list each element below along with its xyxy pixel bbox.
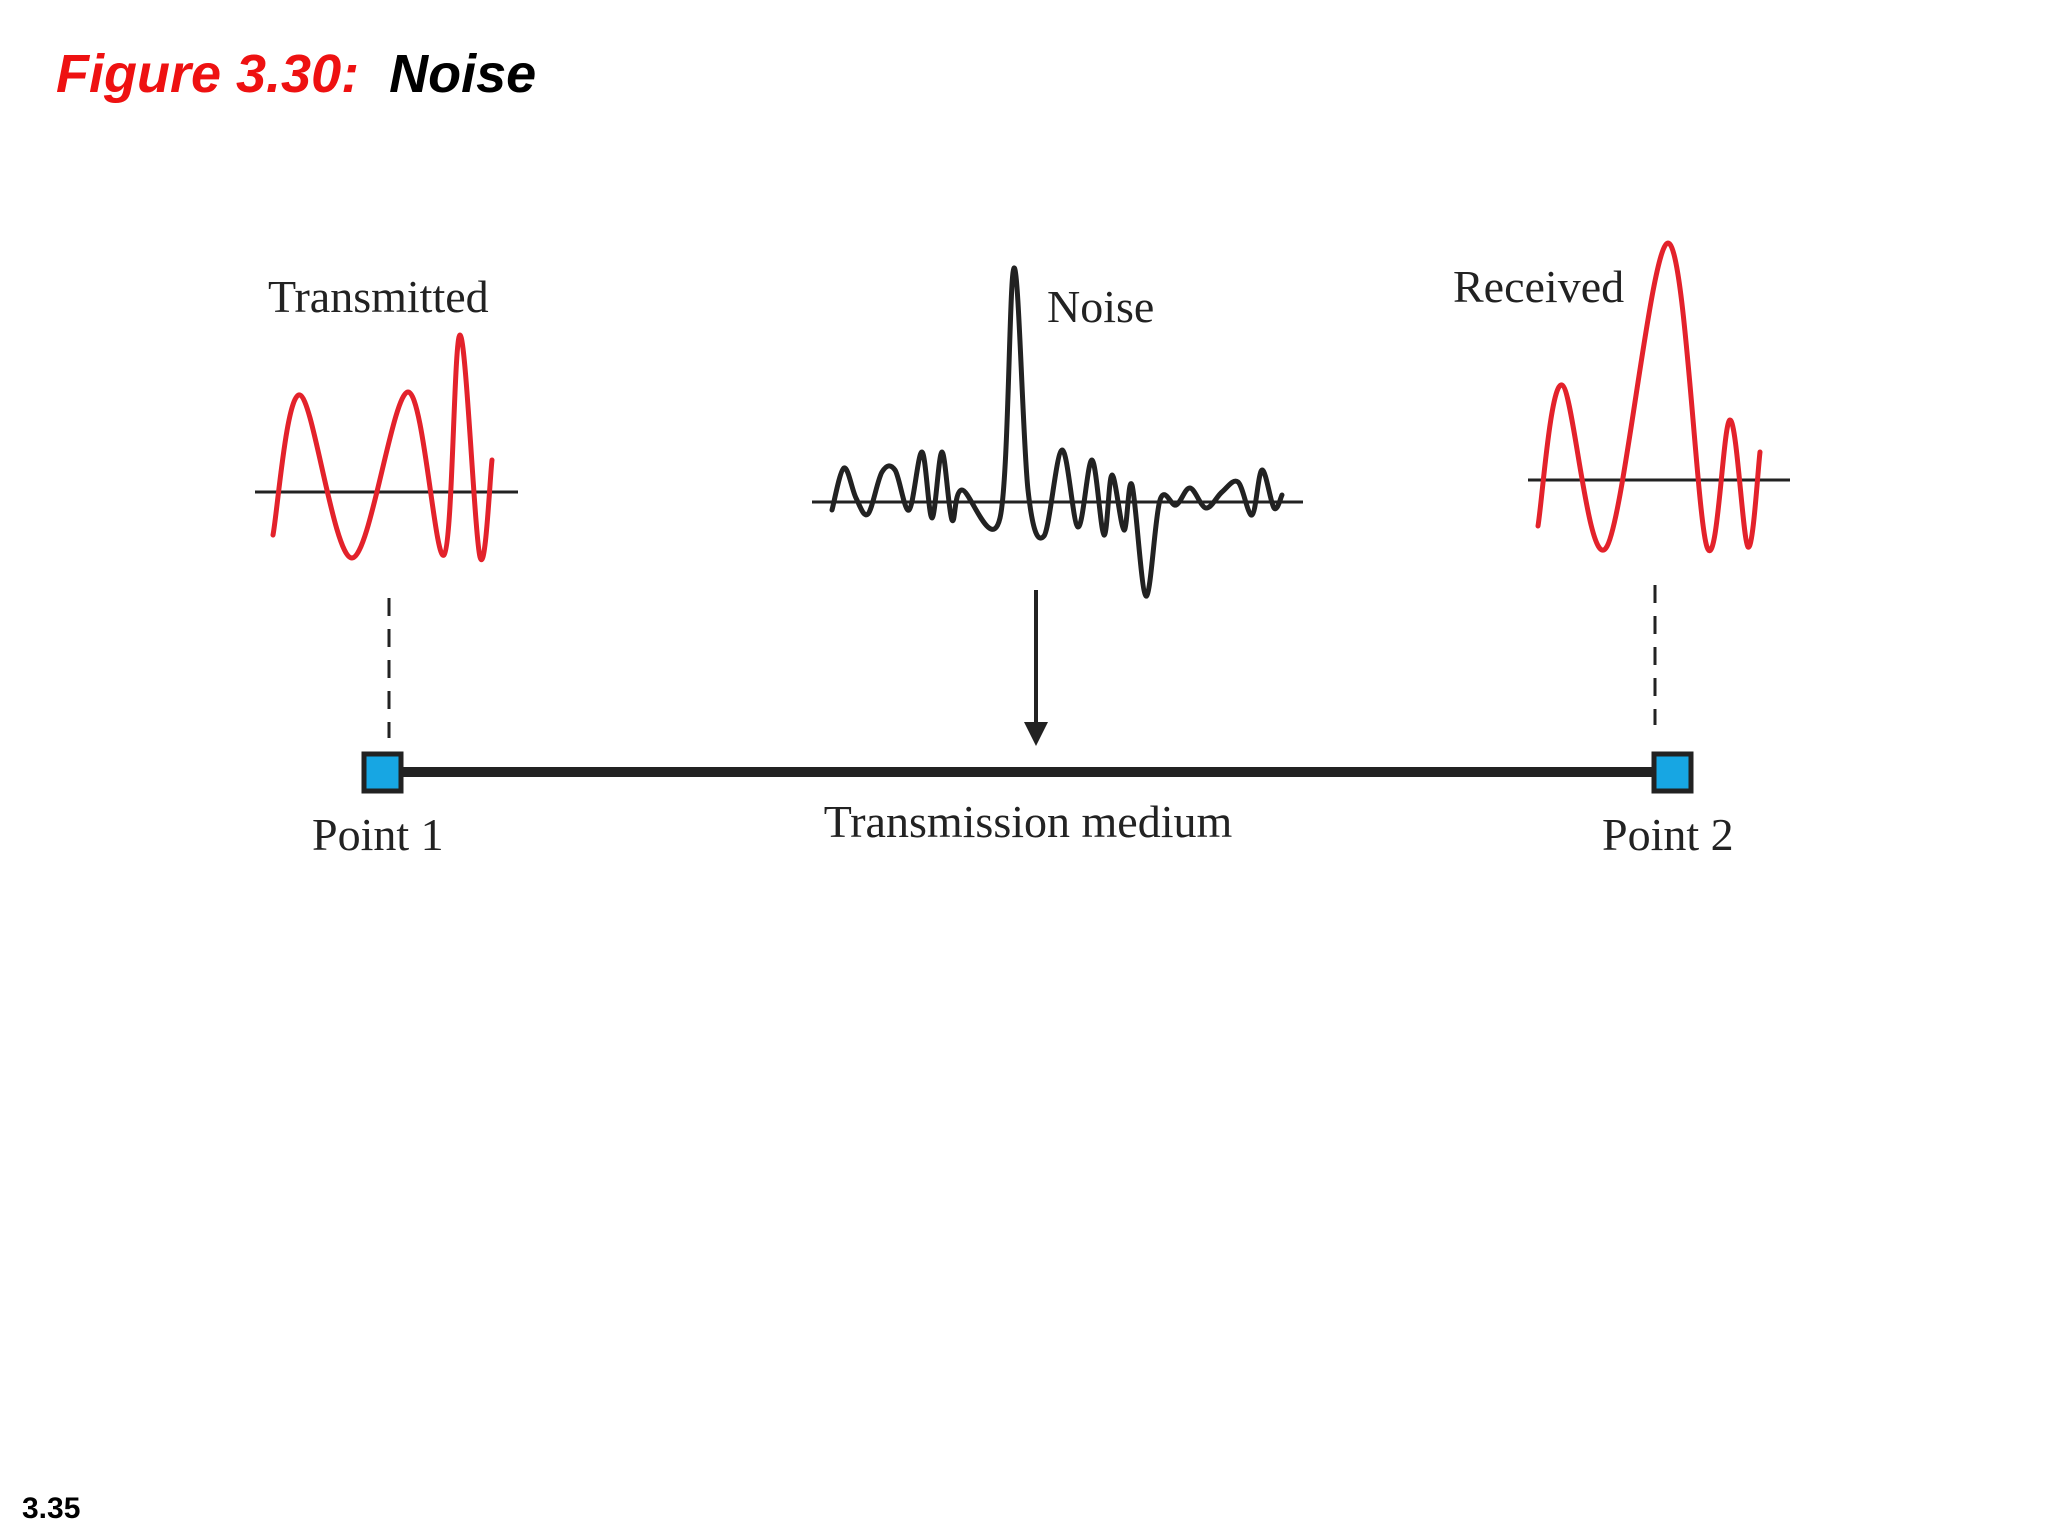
received-wave	[1535, 240, 1763, 554]
received-label: Received	[1453, 261, 1624, 312]
slide-number: 3.35	[22, 1492, 81, 1525]
point2-node-icon	[1651, 751, 1694, 794]
transmitted-signal-group: Transmitted	[255, 271, 518, 563]
noise-wave	[829, 265, 1285, 599]
point1-node-icon	[361, 751, 404, 794]
point1-label: Point 1	[312, 809, 444, 860]
slide-title: Figure 3.30: Noise	[56, 40, 536, 108]
point2-label: Point 2	[1602, 809, 1734, 860]
figure-name: Noise	[389, 44, 537, 104]
received-signal-group: Received	[1453, 240, 1790, 554]
transmitted-wave	[270, 332, 495, 563]
noise-label: Noise	[1047, 281, 1154, 332]
figure-number: Figure 3.30:	[56, 44, 360, 104]
transmitted-label: Transmitted	[268, 271, 489, 322]
transmission-medium-label: Transmission medium	[824, 796, 1233, 847]
noise-signal-group: Noise	[812, 265, 1303, 599]
down-arrow-icon	[1024, 590, 1048, 746]
